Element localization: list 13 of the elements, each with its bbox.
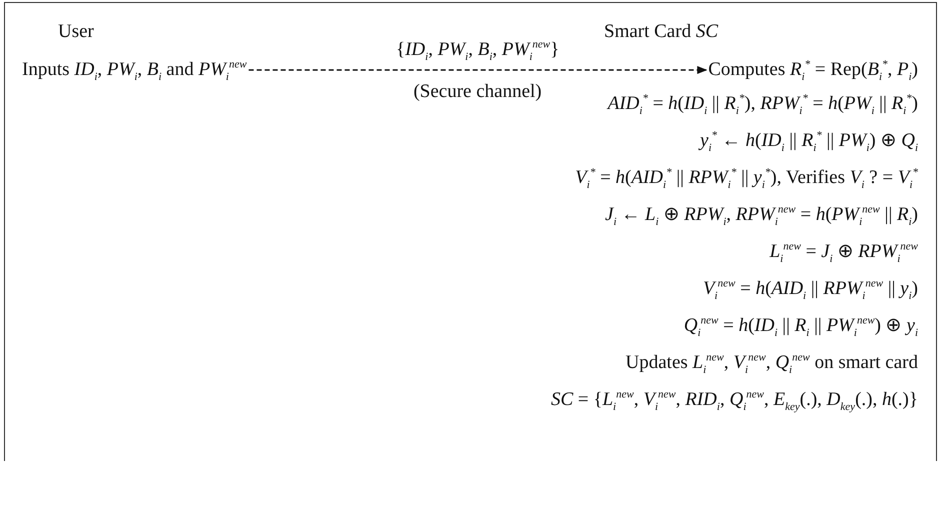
- computation-step-text: SC = {L$_{i}$$^{new}$, V$_{i}$$^{new}$, RID$_{i}$, Q$_{i}$$^{new}$, E$_{key}$(.), D$_{key}$(.), h(.)}: [550, 388, 918, 412]
- computation-step-text: V$_{i}$$^{new}$ = h(AID$_{i}$ || RPW$_{i}$$^{new}$ || y$_{i}$): [702, 277, 918, 301]
- party-heading: Smart Card SC: [604, 20, 718, 44]
- computation-step-text: AID$_{i}$$^{*}$ = h(ID$_{i}$ || R$_{i}$$^{*}$), RPW$_{i}$$^{*}$ = h(PW$_{i}$ || R$_{i}$$^{*}$): [608, 92, 918, 116]
- computation-step-text: y$_{i}$$^{*}$ ← h(ID$_{i}$ || R$_{i}$$^{*}$ || PW$_{i}$) ⊕ Q$_{i}$: [700, 129, 918, 153]
- computation-step-text: Computes R$_{i}$$^{*}$ = Rep(B$_{i}$$^{*}$, P$_{i}$): [708, 58, 918, 82]
- edge-label: {ID$_{i}$, PW$_{i}$, B$_{i}$, PW$_{i}$$^{new}$}: [396, 38, 560, 62]
- computation-step-text: Updates L$_{i}$$^{new}$, V$_{i}$$^{new}$, Q$_{i}$$^{new}$ on smart card: [626, 351, 918, 375]
- computation-step-text: Q$_{i}$$^{new}$ = h(ID$_{i}$ || R$_{i}$ || PW$_{i}$$^{new}$) ⊕ y$_{i}$: [684, 314, 918, 338]
- dashed-arrow: [248, 66, 708, 74]
- computation-step-text: J$_{i}$ ← L$_{i}$ ⊕ RPW$_{i}$, RPW$_{i}$$^{new}$ = h(PW$_{i}$$^{new}$ || R$_{i}$): [605, 203, 918, 227]
- channel-note: (Secure channel): [413, 80, 542, 104]
- party-heading: User: [58, 20, 94, 44]
